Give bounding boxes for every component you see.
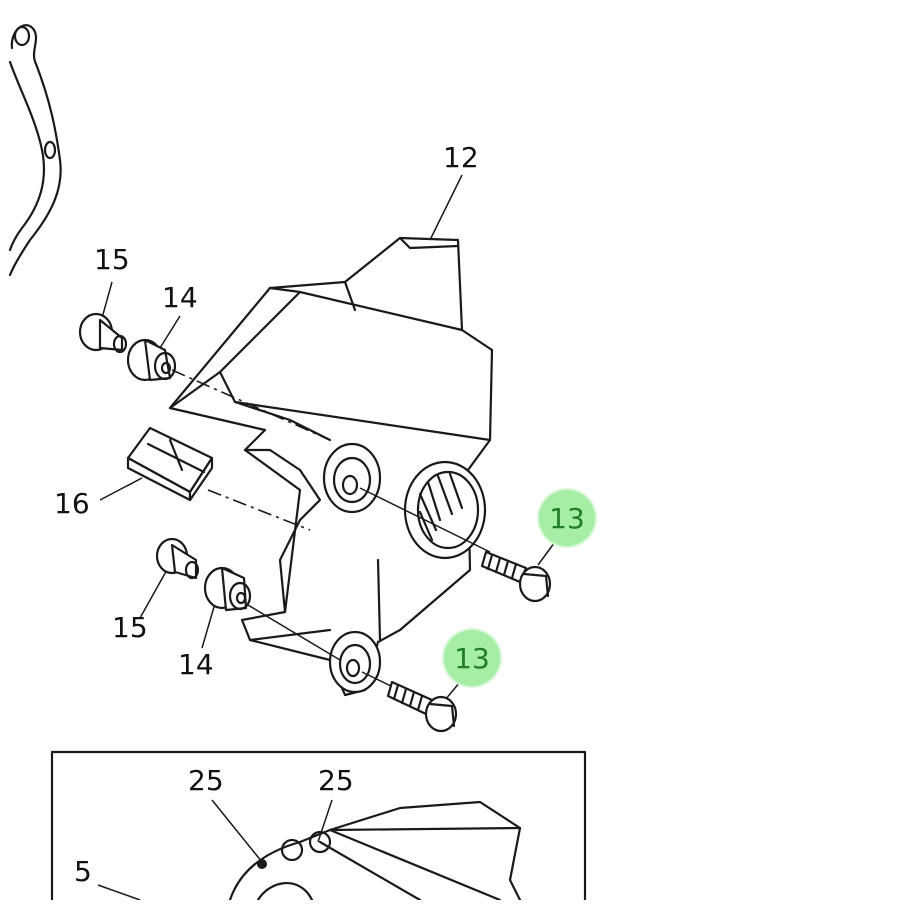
callout-13-lower-text: 13	[454, 641, 490, 675]
callout-13-upper-text: 13	[549, 501, 585, 535]
callout-5: 5	[74, 855, 92, 888]
callout-12: 12	[443, 141, 479, 174]
highlighted-callout-13-lower[interactable]: 13	[444, 630, 500, 686]
gasket-outline	[8, 24, 62, 277]
damper-block	[126, 426, 214, 502]
lower-collar-and-bush	[155, 537, 252, 612]
inset-detail-box	[50, 750, 587, 905]
engine-bracket	[168, 236, 494, 697]
callout-25-left: 25	[188, 764, 224, 797]
lower-bolt	[386, 680, 458, 733]
upper-collar-and-bush	[78, 312, 177, 382]
callout-16: 16	[54, 487, 90, 520]
highlighted-callout-13-upper[interactable]: 13	[539, 490, 595, 546]
callout-25-right: 25	[318, 764, 354, 797]
callout-14-lower: 14	[178, 648, 214, 681]
upper-bolt	[480, 550, 552, 603]
callout-15-lower: 15	[112, 611, 148, 644]
alignment-lines	[171, 369, 491, 689]
callout-14-upper: 14	[162, 281, 198, 314]
callout-15-upper: 15	[94, 243, 130, 276]
